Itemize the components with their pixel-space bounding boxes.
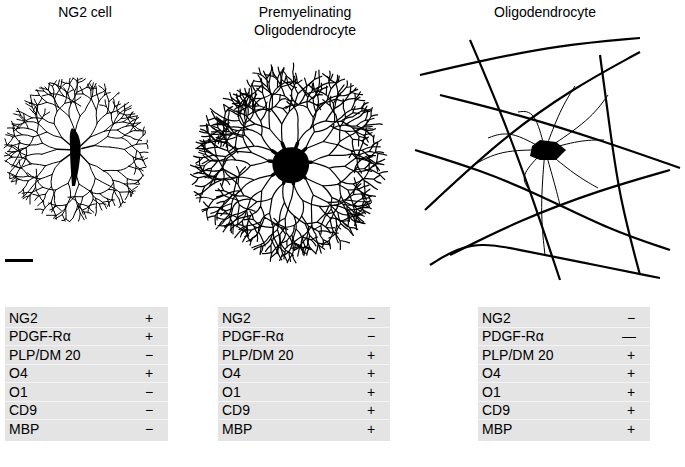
marker-name: MBP <box>9 421 39 437</box>
marker-sign: + <box>144 328 154 344</box>
primary-process <box>57 149 70 151</box>
cell-title: Oligodendrocyte <box>470 3 620 21</box>
premyelinating-cell-body <box>272 147 309 183</box>
marker-sign: — <box>622 328 636 344</box>
ng2-cell-body <box>70 128 81 186</box>
marker-row: PLP/DM 20 + <box>218 346 390 365</box>
marker-row: O1 + <box>218 383 390 402</box>
marker-sign: + <box>626 365 636 381</box>
primary-process <box>61 154 71 162</box>
marker-name: CD9 <box>9 402 37 418</box>
marker-row: NG2 − <box>218 309 390 328</box>
marker-name: PDGF-Rα <box>222 328 284 344</box>
marker-name: O4 <box>482 365 501 381</box>
marker-name: MBP <box>482 421 512 437</box>
marker-sign: + <box>366 402 376 418</box>
marker-name: PLP/DM 20 <box>9 347 81 363</box>
marker-table: NG2 − PDGF-Rα — PLP/DM 20 + O4 + O1 + CD9 + MBP + <box>478 307 650 441</box>
marker-name: PDGF-Rα <box>9 328 71 344</box>
marker-row: CD9 + <box>218 402 390 421</box>
branch-process <box>94 99 148 174</box>
marker-row: NG2 − <box>478 309 650 328</box>
primary-process <box>82 145 94 148</box>
myelin-segment <box>425 52 640 210</box>
marker-name: PLP/DM 20 <box>222 347 294 363</box>
myelin-segment <box>430 245 660 278</box>
cell-title: Premyelinating Oligodendrocyte <box>245 3 365 39</box>
marker-sign: + <box>626 384 636 400</box>
marker-row: MBP + <box>218 420 390 439</box>
marker-sign: + <box>144 310 154 326</box>
marker-name: NG2 <box>482 310 511 326</box>
marker-row: PDGF-Rα + <box>5 328 168 347</box>
marker-row: O4 + <box>478 365 650 384</box>
marker-name: O4 <box>222 365 241 381</box>
myelin-segment <box>600 55 640 275</box>
marker-name: CD9 <box>482 402 510 418</box>
branch-process <box>216 167 335 262</box>
marker-table: NG2 + PDGF-Rα + PLP/DM 20 − O4 + O1 − CD9 − MBP − <box>5 307 168 441</box>
marker-sign: + <box>626 421 636 437</box>
branch-process <box>6 79 81 165</box>
marker-row: O1 + <box>478 383 650 402</box>
marker-row: MBP − <box>5 420 168 439</box>
cell-title-text: Oligodendrocyte <box>494 4 596 20</box>
marker-name: O1 <box>9 384 28 400</box>
marker-sign: + <box>626 402 636 418</box>
marker-name: O1 <box>482 384 501 400</box>
marker-sign: + <box>626 347 636 363</box>
marker-sign: − <box>626 310 636 326</box>
marker-sign: + <box>366 384 376 400</box>
marker-row: PLP/DM 20 + <box>478 346 650 365</box>
marker-sign: − <box>144 421 154 437</box>
marker-name: MBP <box>222 421 252 437</box>
marker-sign: + <box>366 365 376 381</box>
marker-row: PLP/DM 20 − <box>5 346 168 365</box>
marker-row: CD9 + <box>478 402 650 421</box>
marker-sign: − <box>144 402 154 418</box>
marker-name: NG2 <box>9 310 38 326</box>
branch-process <box>191 94 271 227</box>
marker-sign: − <box>144 384 154 400</box>
cell-title-text: NG2 cell <box>58 4 112 20</box>
primary-process <box>80 154 89 163</box>
marker-row: PDGF-Rα − <box>218 328 390 347</box>
cell-title: NG2 cell <box>20 3 150 21</box>
primary-process <box>80 137 89 146</box>
marker-table: NG2 − PDGF-Rα − PLP/DM 20 + O4 + O1 + CD9 + MBP + <box>218 307 390 441</box>
myelin-segment <box>450 170 670 255</box>
marker-name: CD9 <box>222 402 250 418</box>
marker-row: PDGF-Rα — <box>478 328 650 347</box>
branch-process <box>211 65 324 153</box>
marker-row: NG2 + <box>5 309 168 328</box>
myelin-segment <box>440 95 680 168</box>
marker-sign: + <box>144 365 154 381</box>
marker-row: O1 − <box>5 383 168 402</box>
oligodendrocyte-process <box>542 150 545 255</box>
marker-name: O4 <box>9 365 28 381</box>
marker-row: O4 + <box>5 365 168 384</box>
cell-title-text: Premyelinating Oligodendrocyte <box>254 4 356 38</box>
marker-sign: + <box>366 421 376 437</box>
cell-processes <box>191 63 388 263</box>
marker-sign: + <box>366 347 376 363</box>
marker-row: CD9 − <box>5 402 168 421</box>
marker-name: PDGF-Rα <box>482 328 544 344</box>
marker-sign: − <box>144 347 154 363</box>
marker-name: O1 <box>222 384 241 400</box>
oligodendrocyte-process <box>545 95 608 150</box>
branch-process <box>75 83 142 141</box>
scale-bar <box>5 259 33 262</box>
marker-name: PLP/DM 20 <box>482 347 554 363</box>
cell-processes <box>4 78 148 222</box>
marker-sign: − <box>366 328 376 344</box>
marker-sign: − <box>366 310 376 326</box>
marker-row: O4 + <box>218 365 390 384</box>
oligodendrocyte-cell-body <box>530 140 566 160</box>
marker-row: MBP + <box>478 420 650 439</box>
marker-name: NG2 <box>222 310 251 326</box>
